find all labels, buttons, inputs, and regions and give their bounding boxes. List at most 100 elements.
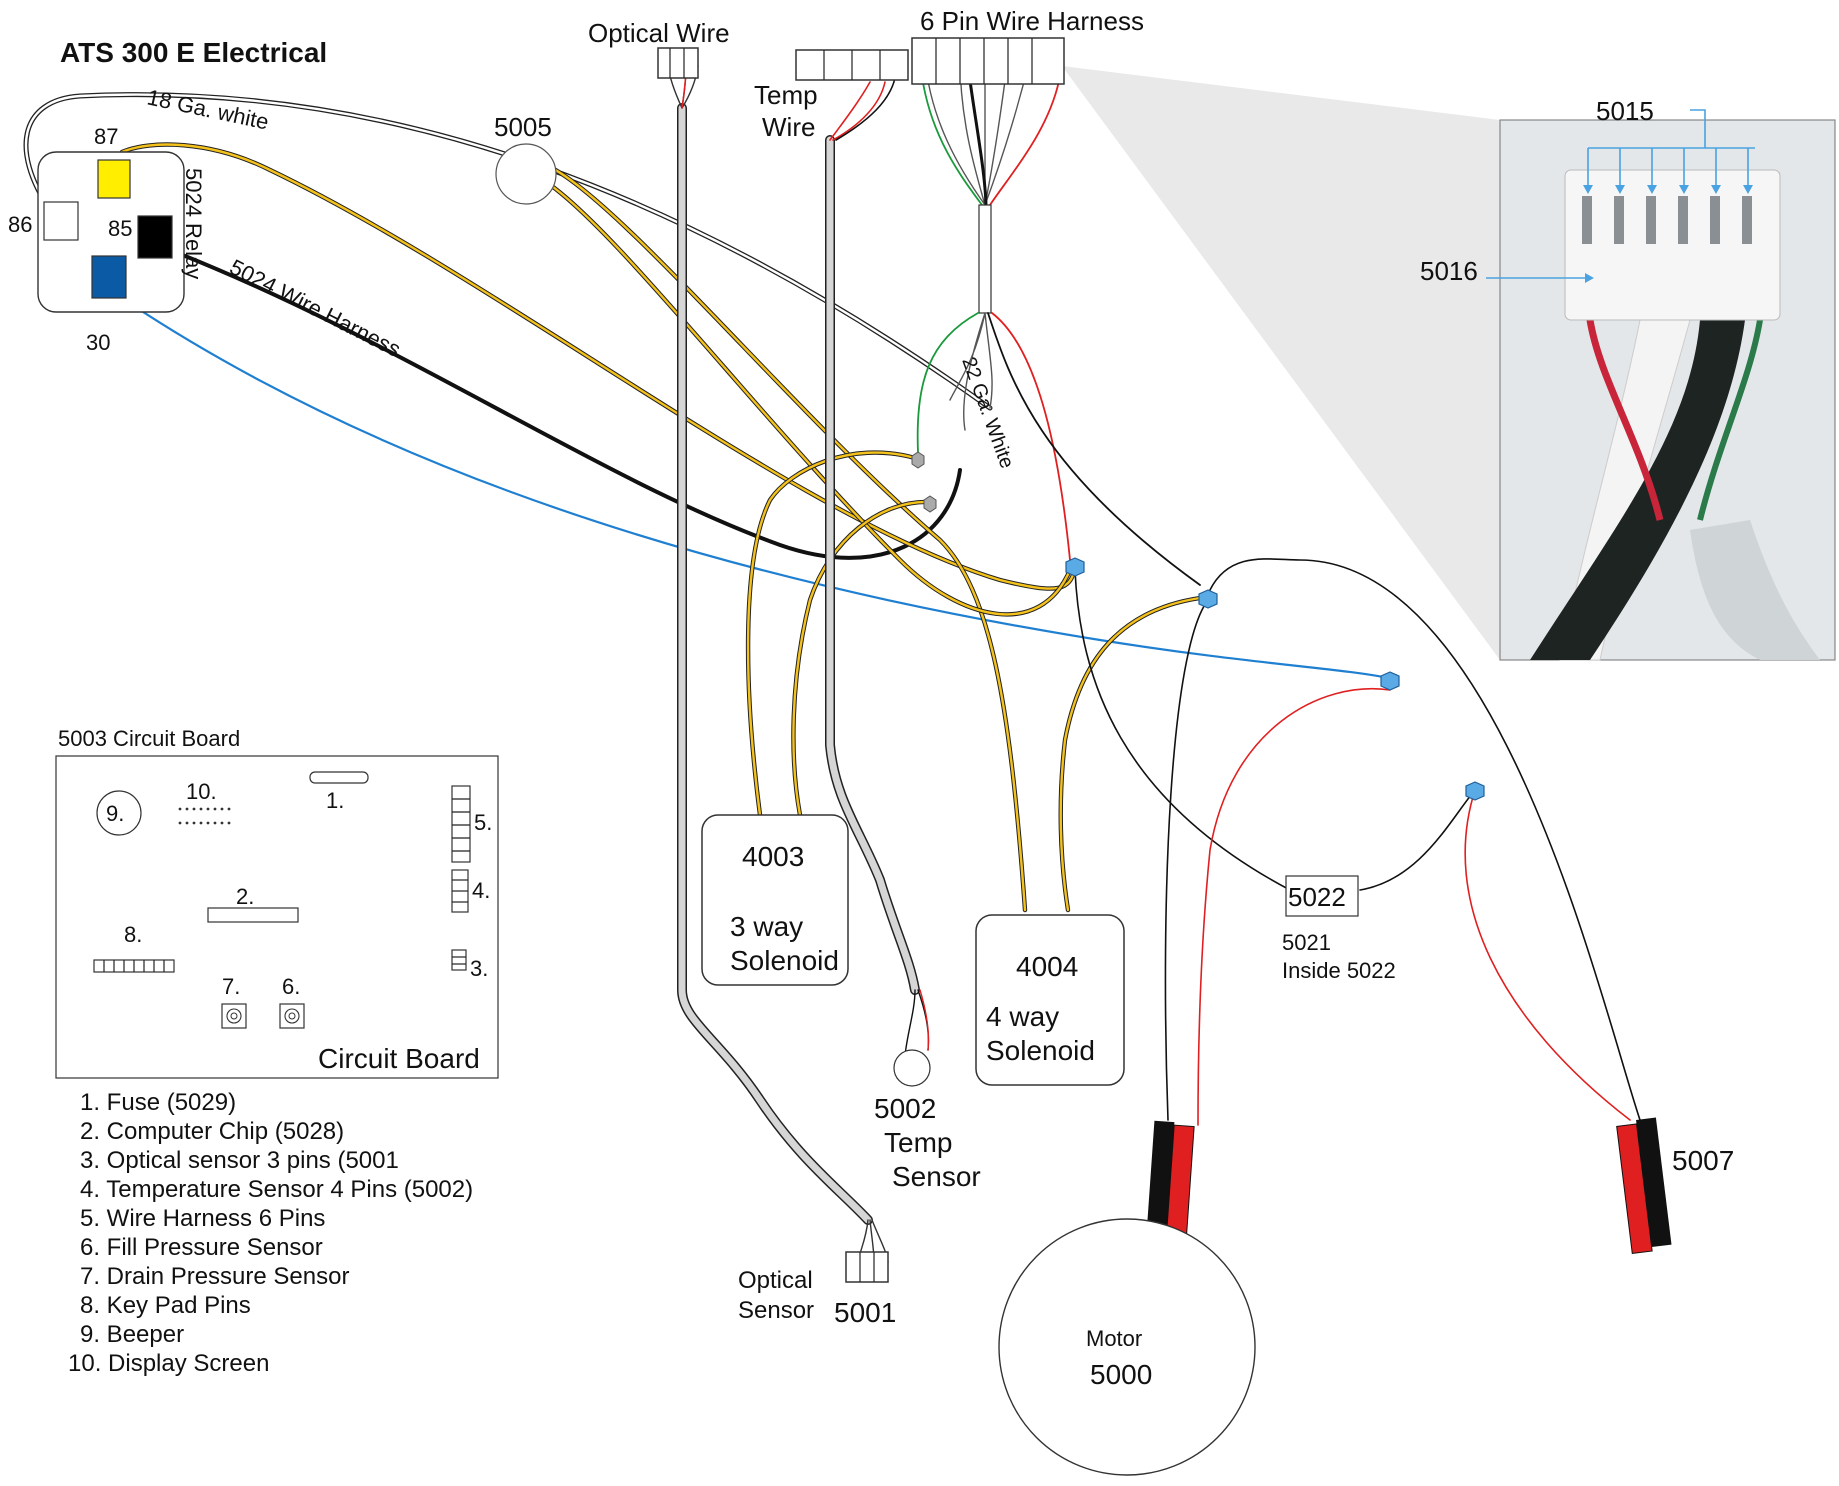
label-5024-harness: 5024 Wire Harness xyxy=(226,254,405,362)
connector-photo-inset: 5015 5016 xyxy=(1062,66,1836,661)
temp-sensor-label-1: Temp xyxy=(884,1127,952,1158)
label-5015: 5015 xyxy=(1596,96,1654,126)
connector-5005: 5005 xyxy=(494,112,557,205)
lead-5007-black xyxy=(1636,1117,1672,1248)
relay-pin-label-86: 86 xyxy=(8,212,32,237)
motor-lead-black xyxy=(1145,1120,1175,1248)
wire-black-5007 xyxy=(1209,558,1641,1121)
marker-9: 9. xyxy=(106,801,124,826)
label-inside-5022: Inside 5022 xyxy=(1282,958,1396,983)
relay-pin-label-87: 87 xyxy=(94,124,118,149)
legend-item-2: 2. Computer Chip (5028) xyxy=(80,1118,344,1145)
solenoid-4003-name-1: 3 way xyxy=(730,911,803,942)
wire-yellow-5005-a-core xyxy=(546,164,1027,912)
relay-pin-85 xyxy=(137,215,173,259)
wire-yellow-4003-a-core xyxy=(746,451,917,817)
legend-item-8: 8. Key Pad Pins xyxy=(80,1292,251,1319)
motor-5000: Motor 5000 xyxy=(998,1120,1256,1476)
label-temp-wire-2: Wire xyxy=(762,112,815,142)
legend-item-3: 3. Optical sensor 3 pins (5001 xyxy=(80,1147,399,1174)
gray-tap-2 xyxy=(923,495,937,513)
legend-item-5: 5. Wire Harness 6 Pins xyxy=(80,1205,325,1232)
circuit-board-5003: 5003 Circuit Board 9. 10. 1. 5. 4. 2. 8. xyxy=(55,726,499,1079)
label-6-pin-harness: 6 Pin Wire Harness xyxy=(920,6,1144,36)
splice-node-2 xyxy=(1198,589,1218,609)
optical-wire-connector: Optical Wire xyxy=(588,18,730,79)
legend-item-9: 9. Beeper xyxy=(80,1321,184,1348)
board-optical-3pin xyxy=(451,949,467,971)
marker-3: 3. xyxy=(470,956,488,981)
marker-5: 5. xyxy=(474,810,492,835)
splice-node-3 xyxy=(1380,671,1400,691)
photo-sheath xyxy=(1690,520,1820,660)
motor-body xyxy=(998,1218,1256,1476)
board-fill-sensor xyxy=(279,1003,305,1029)
label-temp-wire-1: Temp xyxy=(754,80,818,110)
optical-sensor-5001: Optical Sensor 5001 xyxy=(738,1251,896,1328)
legend-item-6: 6. Fill Pressure Sensor xyxy=(80,1234,323,1261)
solenoid-4003: 4003 3 way Solenoid xyxy=(701,814,849,986)
relay-pin-label-30: 30 xyxy=(86,330,110,355)
photo-red-wire xyxy=(1586,319,1664,521)
legend-item-7: 7. Drain Pressure Sensor xyxy=(80,1263,349,1290)
harness-red-lower xyxy=(991,312,1071,561)
solenoid-4003-name-2: Solenoid xyxy=(730,945,839,976)
wire-red-5007 xyxy=(1464,789,1631,1121)
marker-2: 2. xyxy=(236,884,254,909)
circuit-board-caption: Circuit Board xyxy=(318,1043,480,1074)
splice-node-1 xyxy=(1065,557,1085,577)
harness-black-lower xyxy=(987,312,1201,586)
harness-green-lower xyxy=(916,312,979,453)
label-5021: 5021 xyxy=(1282,930,1331,955)
board-beeper xyxy=(96,790,142,836)
wire-black-to-5022 xyxy=(1074,569,1291,891)
legend-item-10: 10. Display Screen xyxy=(68,1350,269,1377)
optical-sensor-label-1: Optical xyxy=(738,1267,813,1294)
marker-7: 7. xyxy=(222,974,240,999)
callout-arrowheads xyxy=(1583,185,1753,283)
diagram-title: ATS 300 E Electrical xyxy=(60,37,327,68)
callout-5015-arrows xyxy=(1486,109,1755,279)
relay-pin-87 xyxy=(97,159,131,199)
board-optical-3pin-lines xyxy=(452,956,466,965)
wire-black-5022-to-conn xyxy=(1359,789,1476,891)
six-pin-harness-connector: 6 Pin Wire Harness xyxy=(911,6,1144,85)
temp-wire-black xyxy=(835,77,896,141)
wire-temp-gray xyxy=(826,136,919,994)
solenoid-4003-code: 4003 xyxy=(742,841,804,872)
optical-sensor-code: 5001 xyxy=(834,1297,896,1328)
solenoid-4004-name-1: 4 way xyxy=(986,1001,1059,1032)
gray-taps xyxy=(911,451,937,513)
component-5022: 5022 5021 Inside 5022 xyxy=(1282,875,1396,983)
temp-sensor-leads xyxy=(904,989,930,1056)
splice-nodes xyxy=(1065,557,1485,801)
wire-yellow-4004-a-core xyxy=(1059,596,1202,912)
relay-pin-30 xyxy=(91,255,127,299)
label-5007: 5007 xyxy=(1672,1145,1734,1176)
wire-yellow-4003-b-core xyxy=(792,500,932,817)
wires xyxy=(23,57,1641,1263)
harness-fan-lower xyxy=(949,312,993,431)
board-keypad-pin-lines xyxy=(103,960,165,972)
photo-green-wire xyxy=(1697,319,1763,521)
photo-callout-wedge xyxy=(1062,66,1500,660)
photo-black-cable xyxy=(1530,320,1745,660)
label-5016: 5016 xyxy=(1420,256,1478,286)
wire-18ga-white-core xyxy=(24,93,992,410)
harness-red-upper xyxy=(989,75,1061,206)
wire-optical-gray-outline xyxy=(677,103,873,1225)
marker-4: 4. xyxy=(472,878,490,903)
solenoid-4004-name-2: Solenoid xyxy=(986,1035,1095,1066)
temp-sensor-label-2: Sensor xyxy=(892,1161,981,1192)
relay-pin-label-85: 85 xyxy=(108,216,132,241)
marker-6: 6. xyxy=(282,974,300,999)
relay-body xyxy=(37,151,185,313)
wire-5024-harness-black xyxy=(168,248,962,560)
board-harness-6pin xyxy=(451,785,471,863)
marker-10: 10. xyxy=(186,779,217,804)
relay-5024: 87 86 85 30 5024 Relay xyxy=(8,124,206,355)
optical-sensor-label-2: Sensor xyxy=(738,1297,814,1324)
board-display-dots xyxy=(178,807,231,825)
